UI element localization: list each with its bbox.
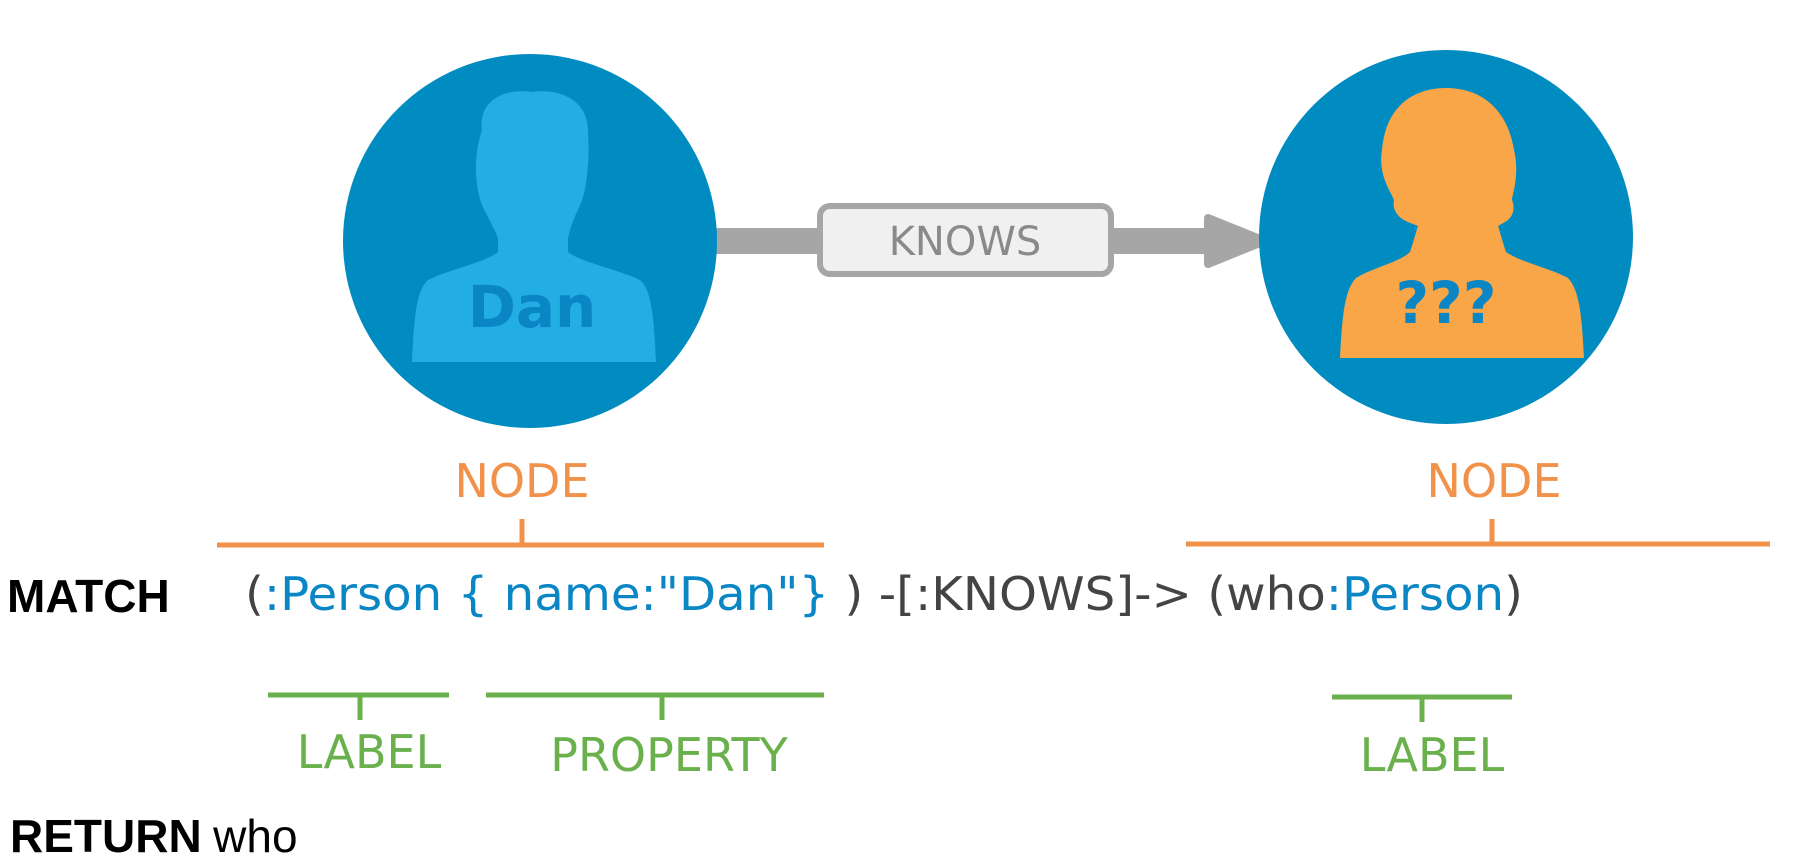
relationship-type-label: KNOWS: [889, 219, 1042, 265]
return-space: [202, 811, 214, 861]
relationship-arrow: KNOWS: [710, 203, 1269, 277]
pattern-label-person-2: :Person: [1326, 567, 1504, 621]
return-value: who: [212, 810, 297, 861]
start-label-tag: LABEL: [297, 725, 442, 779]
start-node-annotation-label: NODE: [454, 454, 589, 508]
pattern-open-paren: (: [245, 567, 264, 621]
end-node-annotation-label: NODE: [1426, 454, 1561, 508]
end-label-annotation: LABEL: [1332, 694, 1512, 782]
pattern-space: [442, 567, 457, 621]
end-label-tag: LABEL: [1360, 728, 1505, 782]
arrow-right-icon: [1204, 214, 1269, 268]
end-node-name: ???: [1396, 269, 1497, 337]
pattern-label-person-1: :Person: [264, 567, 442, 621]
relationship-type-box: [817, 203, 1114, 277]
match-keyword: MATCH: [7, 570, 170, 622]
return-clause: RETURN who: [10, 810, 298, 861]
pattern-relationship: ) -[:KNOWS]-> (who: [845, 567, 1326, 621]
end-node-annotation: NODE: [1186, 454, 1770, 547]
end-node: ???: [1259, 50, 1633, 424]
cypher-pattern: (:Person { name:"Dan"} ) -[:KNOWS]-> (wh…: [245, 567, 1523, 621]
start-node-annotation: NODE: [217, 454, 824, 548]
pattern-close-paren: ): [1504, 567, 1523, 621]
start-property-annotation: PROPERTY: [486, 692, 824, 782]
pattern-space-2: [829, 567, 844, 621]
start-label-annotation: LABEL: [268, 692, 449, 779]
start-node-name: Dan: [468, 273, 597, 341]
return-keyword: RETURN: [10, 810, 202, 861]
male-person-silhouette-icon: [412, 91, 656, 363]
female-person-silhouette-icon: [1340, 88, 1584, 358]
start-property-tag: PROPERTY: [550, 728, 788, 782]
start-node: Dan: [343, 54, 717, 428]
pattern-property-map: { name:"Dan"}: [458, 567, 830, 621]
